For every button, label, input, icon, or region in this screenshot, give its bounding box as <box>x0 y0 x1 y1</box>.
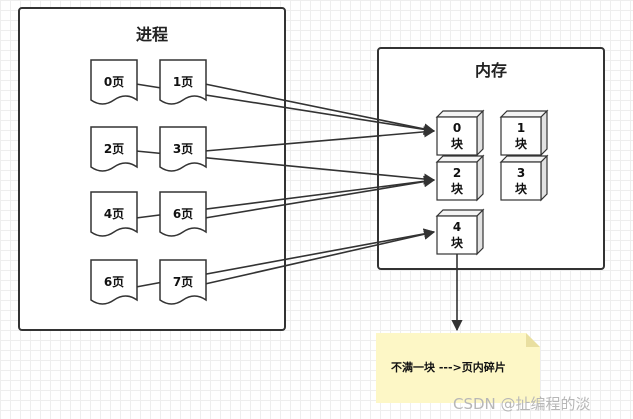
memory-block-1: 1块 <box>499 109 549 157</box>
page-7-doc-label: 7页 <box>173 275 193 289</box>
block-4-number: 4 <box>453 220 461 234</box>
block-0-number: 0 <box>453 121 461 135</box>
mapping-arrow-7 <box>204 228 436 285</box>
page-6b-doc-label: 6页 <box>104 275 124 289</box>
page-2-doc-label: 2页 <box>104 142 124 156</box>
block-1-unit: 块 <box>515 136 528 151</box>
note-fold <box>526 333 540 347</box>
page-7-doc: 7页 <box>159 259 207 305</box>
page-3-doc-label: 3页 <box>173 142 193 156</box>
block-0-unit: 块 <box>451 136 464 151</box>
block-3-unit: 块 <box>515 181 528 196</box>
page-6a-doc-label: 6页 <box>173 207 193 221</box>
watermark: CSDN @扯编程的淡 <box>453 395 591 413</box>
mapping-arrow-5 <box>204 176 436 219</box>
memory-block-0: 0块 <box>435 109 485 157</box>
page-6a-doc: 6页 <box>159 191 207 237</box>
note-shape <box>376 333 540 403</box>
mapping-arrow-2 <box>204 126 436 152</box>
page-0-doc-label: 0页 <box>104 75 124 89</box>
page-6b-doc: 6页 <box>90 259 138 305</box>
process-panel: 进程 <box>18 7 286 331</box>
block-2-unit: 块 <box>451 181 464 196</box>
page-1-doc: 1页 <box>159 59 207 105</box>
watermark-text: CSDN @扯编程的淡 <box>453 395 591 413</box>
block-3-number: 3 <box>517 166 525 180</box>
memory-block-2: 2块 <box>435 154 485 202</box>
page-2-doc: 2页 <box>90 126 138 172</box>
memory-title: 内存 <box>474 61 507 80</box>
memory-block-4: 4块 <box>435 208 485 256</box>
note-text: 不满一块 --->页内碎片 <box>391 360 506 374</box>
page-0-doc: 0页 <box>90 59 138 105</box>
page-4-doc: 4页 <box>90 191 138 237</box>
fragment-note: 不满一块 --->页内碎片 <box>376 333 540 403</box>
process-title: 进程 <box>135 25 168 44</box>
memory-panel: 内存 <box>377 47 605 270</box>
mapping-arrow-1 <box>204 83 436 135</box>
memory-block-3: 3块 <box>499 154 549 202</box>
page-documents: 0页 1页 2页 3页 4页 6页 6页 7页 <box>90 59 207 305</box>
page-1-doc-label: 1页 <box>173 75 193 89</box>
block-4-unit: 块 <box>451 235 464 250</box>
page-4-doc-label: 4页 <box>104 207 124 221</box>
page-3-doc: 3页 <box>159 126 207 172</box>
block-2-number: 2 <box>453 166 461 180</box>
block-1-number: 1 <box>517 121 525 135</box>
